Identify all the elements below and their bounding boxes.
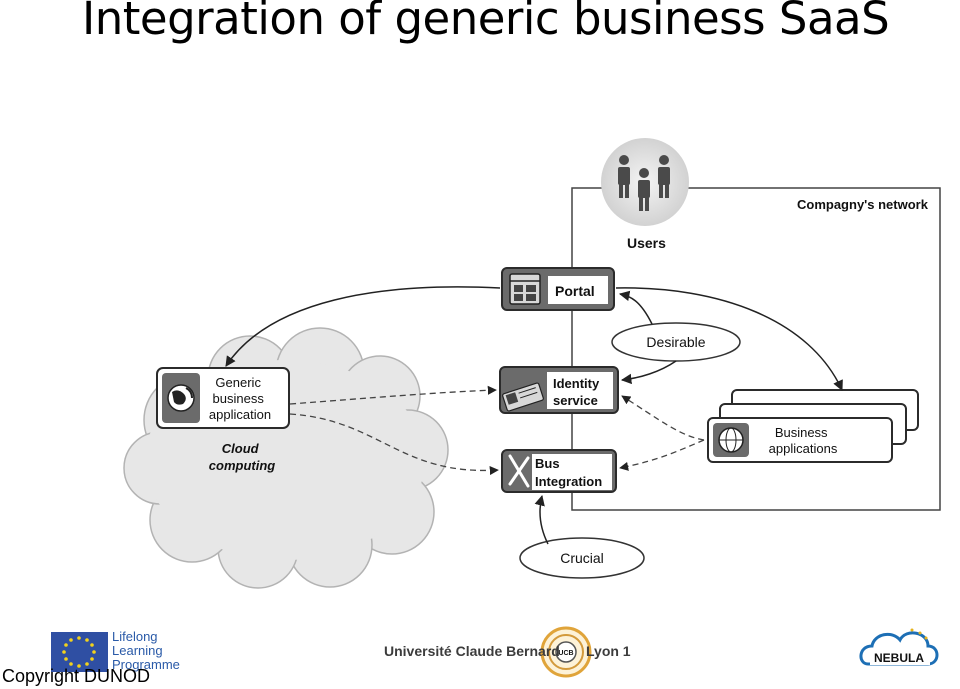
business-to-bus-dashed [619,439,705,471]
slide-title: Integration of generic business SaaS [82,0,890,45]
users-label: Users [627,235,666,251]
identity-label-line2: service [553,393,598,408]
cloud-label-line1: Cloud [222,441,260,456]
identity-service-box: Identity service [499,366,619,414]
university-lyon: Lyon 1 [586,643,631,659]
portal-to-business-arrow [615,287,843,391]
portal-window-icon [509,273,541,305]
crucial-label: Crucial [560,550,604,566]
portal-label: Portal [555,283,595,299]
cloud-label-line2: computing [209,458,275,473]
portal-box: Portal [501,267,615,311]
copyright-notice: Copyright DUNOD [2,666,151,686]
business-globe-icon [718,427,744,453]
generic-app-box: Generic business application [156,367,290,429]
business-label-line1: Business [775,425,828,440]
bus-label-line2: Integration [535,474,602,489]
desirable-to-portal-arrow [618,290,653,325]
desirable-label: Desirable [646,334,705,350]
business-to-identity-dashed [621,395,705,441]
bus-integration-box: Bus Integration [501,449,617,493]
users-icon [618,155,670,211]
svg-text:Bus Integration: Bus Integration [535,456,602,489]
svg-text:Identity service: Identity service [553,376,603,408]
generic-to-bus-dashed [289,413,499,476]
portal-to-generic-arrow [225,286,501,367]
svg-text:Business applications: Business applications [769,425,838,456]
tools-icon [508,454,530,488]
svg-text:Cloud computing: Cloud computing [209,441,275,473]
eu-text-line1: Lifelong [112,629,158,644]
globe-icon [167,384,195,412]
eu-flag-logo [51,632,108,672]
business-label-line2: applications [769,441,838,456]
generic-to-identity-dashed [289,385,497,405]
ucb-mark-text: UCB [558,650,573,657]
generic-label-line2: business [213,391,265,406]
crucial-callout: Crucial [519,537,645,579]
crucial-to-bus-arrow [534,494,549,545]
desirable-to-identity-arrow [620,360,677,385]
id-card-icon [502,382,544,412]
nebula-text: NEBULA [874,651,924,665]
ucb-logo: UCB [540,626,592,678]
desirable-callout: Desirable [611,322,741,362]
nebula-logo: NEBULA [859,628,939,666]
eu-text-line2: Learning [112,643,163,658]
university-name: Université Claude Bernard [384,643,560,659]
eu-text-line3: Programme [112,657,180,672]
network-label-bg [792,192,938,216]
bus-label-line1: Bus [535,456,560,471]
network-label: Compagny's network [797,197,929,212]
business-apps-stack: Business applications [707,389,919,463]
users-node: Users [596,138,689,256]
generic-label-line3: application [209,407,271,422]
svg-text:Generic business a: Generic business application [209,375,271,422]
identity-label-line1: Identity [553,376,600,391]
generic-label-line1: Generic [215,375,261,390]
eu-programme-text: Lifelong Learning Programme [112,630,180,672]
